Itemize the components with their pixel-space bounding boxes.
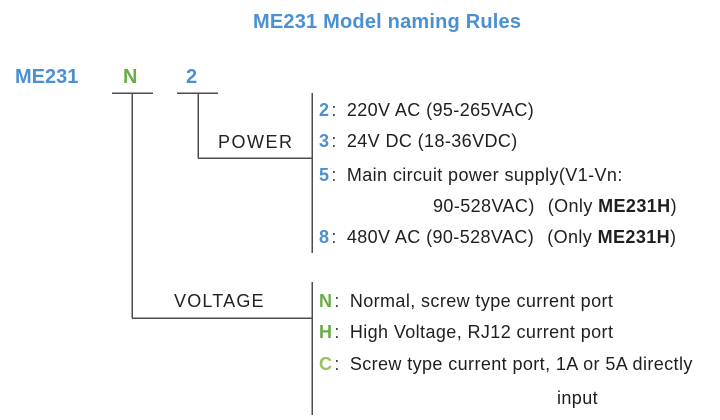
note-model-name: ME231H: [597, 227, 671, 247]
voltage-option-h-row: H: High Voltage, RJ12 current port: [319, 322, 613, 343]
voltage-option-n-text: Normal, screw type current port: [349, 291, 614, 311]
note-close: ): [670, 196, 677, 216]
power-option-8-key: 8: [319, 227, 330, 247]
voltage-option-c-wrap-text: input: [557, 388, 599, 408]
model-voltage-code: N: [123, 66, 138, 88]
note-open: (Only: [547, 227, 598, 247]
option-separator: :: [331, 165, 337, 185]
option-separator: :: [331, 227, 337, 247]
voltage-option-n-row: N: Normal, screw type current port: [319, 291, 613, 312]
power-option-3-key: 3: [319, 131, 330, 151]
power-option-8-note: (Only ME231H): [547, 227, 676, 247]
power-option-3-row: 3:24V DC (18-36VDC): [319, 131, 518, 152]
voltage-option-n-key: N: [319, 291, 333, 311]
voltage-option-c-wrap-row: input: [557, 388, 598, 409]
option-separator: :: [331, 100, 337, 120]
voltage-option-c-key: C: [319, 354, 333, 374]
power-option-8-text: 480V AC (90-528VAC): [346, 227, 535, 247]
power-option-5-text: Main circuit power supply(V1-Vn:: [346, 165, 623, 185]
option-separator: :: [334, 291, 340, 311]
power-option-5-row: 5: Main circuit power supply(V1-Vn:: [319, 165, 623, 186]
voltage-branch-label: VOLTAGE: [174, 291, 265, 311]
power-option-2-key: 2: [319, 100, 330, 120]
voltage-option-h-text: High Voltage, RJ12 current port: [349, 322, 614, 342]
voltage-option-c-row: C: Screw type current port, 1A or 5A dire…: [319, 354, 693, 375]
voltage-option-h-key: H: [319, 322, 333, 342]
power-option-5-wrap-row: 90-528VAC) (Only ME231H): [433, 196, 677, 217]
note-open: (Only: [547, 196, 599, 216]
power-option-2-text: 220V AC (95-265VAC): [346, 100, 535, 120]
note-close: ): [670, 227, 677, 247]
note-model-name: ME231H: [598, 196, 671, 216]
power-option-8-row: 8:480V AC (90-528VAC) (Only ME231H): [319, 227, 676, 248]
voltage-option-c-text: Screw type current port, 1A or 5A direct…: [349, 354, 693, 374]
page-title: ME231 Model naming Rules: [253, 11, 522, 33]
option-separator: :: [334, 322, 340, 342]
power-branch-label: POWER: [218, 132, 294, 152]
model-name: ME231: [15, 66, 79, 88]
power-option-5-key: 5: [319, 165, 330, 185]
option-separator: :: [331, 131, 337, 151]
power-option-3-text: 24V DC (18-36VDC): [346, 131, 518, 151]
power-option-2-row: 2:220V AC (95-265VAC): [319, 100, 534, 121]
model-power-code: 2: [186, 66, 198, 88]
power-option-5-wrap-text: 90-528VAC): [433, 196, 535, 216]
power-option-5-note: (Only ME231H): [548, 196, 677, 216]
option-separator: :: [334, 354, 340, 374]
